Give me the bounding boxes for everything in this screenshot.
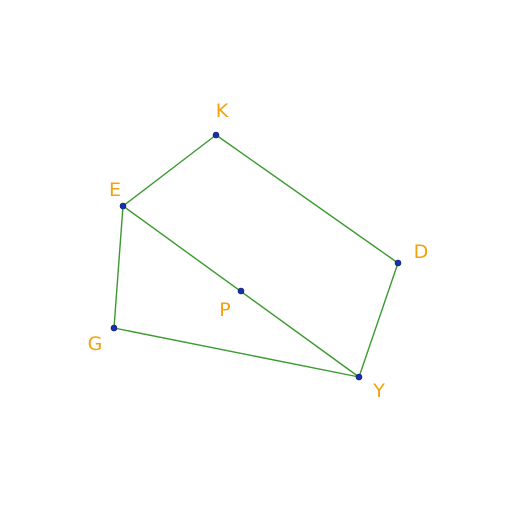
segments-group — [113, 134, 399, 378]
segment-yg — [113, 327, 360, 378]
segment-ek — [122, 134, 217, 207]
point-p — [237, 287, 245, 295]
point-label-p: P — [219, 299, 230, 321]
point-y — [355, 373, 363, 381]
labels-group: K E D P G Y — [88, 100, 429, 402]
segment-dy — [358, 262, 399, 378]
point-label-k: K — [216, 100, 229, 122]
segment-kd — [215, 134, 399, 264]
point-label-e: E — [109, 179, 121, 201]
point-label-y: Y — [372, 380, 385, 402]
point-g — [110, 324, 118, 332]
point-label-g: G — [88, 333, 103, 355]
segment-ge — [113, 205, 124, 329]
points-group — [110, 131, 402, 381]
point-e — [119, 202, 127, 210]
point-k — [212, 131, 220, 139]
point-d — [394, 259, 402, 267]
point-label-d: D — [414, 241, 429, 263]
